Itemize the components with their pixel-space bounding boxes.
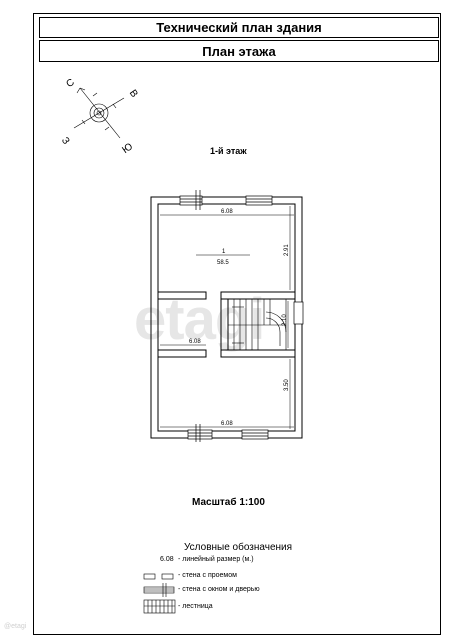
top-windows — [179, 190, 273, 210]
legend-item-dimension: - линейный размер (м.) — [178, 556, 254, 563]
legend-dimension-sample: 6.08 — [160, 556, 174, 563]
legend-item-wall-window-door: - стена с окном и дверью — [178, 586, 260, 593]
document-title: Технический план здания — [39, 17, 439, 38]
dimension-stair-height: 2.10 — [282, 314, 288, 326]
room-area: 58.5 — [217, 260, 229, 266]
watermark: etagi — [134, 287, 265, 352]
legend-symbols — [143, 573, 176, 614]
compass-east-label: В — [127, 88, 140, 100]
legend-item-wall-opening: - стена с проемом — [178, 572, 237, 579]
document-subtitle: План этажа — [39, 40, 439, 62]
compass-rose — [73, 87, 125, 139]
interior-walls — [157, 291, 296, 358]
dimension-mid-width: 6.08 — [189, 339, 201, 345]
staircase — [227, 298, 287, 351]
compass-north-label: С — [64, 77, 76, 90]
scale-label: Масштаб 1:100 — [192, 497, 265, 508]
dimension-bottom-width: 6.08 — [221, 421, 233, 427]
floor-label: 1-й этаж — [210, 146, 247, 156]
compass-south-label: Ю — [120, 141, 135, 156]
dimension-top-height: 2.91 — [284, 244, 290, 256]
legend-title: Условные обозначения — [184, 542, 293, 553]
dimension-top-width: 6.08 — [221, 209, 233, 215]
compass-west-label: З — [59, 135, 71, 146]
legend-item-stairs: - лестница — [178, 603, 213, 610]
plan-sheet-frame — [33, 13, 441, 635]
bottom-watermark: @etagi — [4, 623, 27, 630]
dimension-bottom-height: 3.50 — [284, 379, 290, 391]
right-window — [293, 301, 304, 325]
dimension-lines — [160, 206, 294, 429]
room-number: 1 — [222, 249, 226, 255]
